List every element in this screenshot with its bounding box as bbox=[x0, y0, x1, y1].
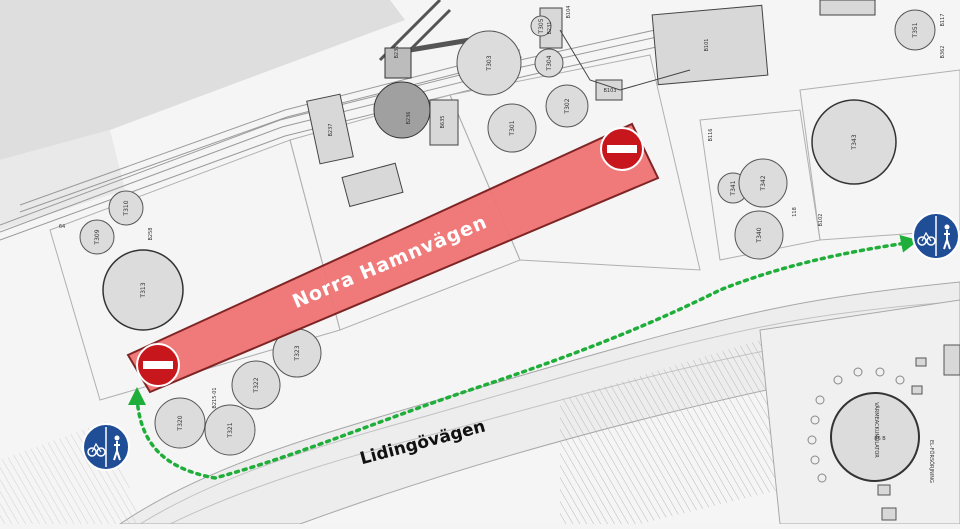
label-b362: B362 bbox=[940, 46, 946, 59]
label-b237: B237 bbox=[328, 124, 334, 137]
tank-t305 bbox=[530, 15, 552, 37]
label-t343: T343 bbox=[851, 134, 858, 150]
detour-route bbox=[135, 241, 908, 480]
building-b237 bbox=[306, 93, 354, 165]
label-b117: B117 bbox=[940, 14, 946, 27]
tank-t322 bbox=[231, 360, 281, 410]
label-b635: B635 bbox=[440, 116, 446, 129]
accumulator-label: VÄRMEACKUMULATOR bbox=[873, 402, 880, 458]
label-t303: T303 bbox=[486, 55, 493, 71]
label-118: 118 bbox=[792, 207, 798, 217]
tank-t321 bbox=[204, 404, 256, 456]
tank-t313 bbox=[102, 249, 184, 331]
quay-area bbox=[0, 130, 125, 230]
bicycle-pedestrian-sign-icon bbox=[912, 212, 960, 260]
accumulator-block: VÄRMEACKUMULATOR 86 B EL-FÖRSÖRJNING bbox=[759, 299, 960, 525]
label-t304: T304 bbox=[546, 55, 553, 71]
label-b232: B232 bbox=[394, 46, 400, 59]
tank-t310 bbox=[108, 190, 144, 226]
tank-t309 bbox=[79, 219, 115, 255]
label-t309: T309 bbox=[94, 229, 101, 245]
tank-t302 bbox=[545, 84, 589, 128]
water-area bbox=[0, 0, 405, 160]
building-b635 bbox=[429, 99, 459, 146]
label-64: 64 bbox=[59, 224, 65, 230]
label-t301: T301 bbox=[509, 120, 516, 136]
tank-t340 bbox=[734, 210, 784, 260]
label-b103: B103 bbox=[604, 88, 617, 94]
label-b101: B101 bbox=[704, 39, 710, 52]
label-t321: T321 bbox=[227, 422, 234, 438]
accumulator-sub: 86 B bbox=[874, 436, 886, 442]
tank-t343 bbox=[811, 99, 897, 185]
tank-t303 bbox=[456, 30, 522, 96]
building-annex bbox=[341, 162, 404, 208]
label-b258: B258 bbox=[148, 228, 154, 241]
tank-labels: T303 T304 T305 T301 T302 T343 T341 T342 … bbox=[94, 18, 919, 438]
no-entry-icon bbox=[136, 343, 180, 387]
label-b116: B116 bbox=[708, 129, 714, 142]
conveyor bbox=[559, 29, 691, 91]
label-t305: T305 bbox=[538, 18, 545, 34]
label-t342: T342 bbox=[760, 175, 767, 191]
tank-t351 bbox=[894, 9, 936, 51]
label-t313: T313 bbox=[140, 282, 147, 298]
label-t310: T310 bbox=[123, 200, 130, 216]
label-t320: T320 bbox=[177, 415, 184, 431]
building-b103 bbox=[595, 79, 623, 101]
power-supply-label: EL-FÖRSÖRJNING bbox=[928, 440, 935, 483]
crane-tower bbox=[373, 0, 471, 139]
accumulator-tank bbox=[830, 392, 920, 482]
bicycle-pedestrian-sign-icon bbox=[82, 423, 130, 471]
building-b101 bbox=[651, 4, 769, 86]
route-arrow-icon bbox=[899, 234, 919, 253]
label-t302: T302 bbox=[564, 98, 571, 114]
buildings bbox=[306, 0, 876, 208]
label-b236: B236 bbox=[406, 112, 412, 125]
slope-hatch bbox=[560, 340, 820, 524]
label-b104: B104 bbox=[566, 6, 572, 19]
label-t340: T340 bbox=[756, 227, 763, 243]
label-t341: T341 bbox=[730, 180, 737, 196]
label-t323: T323 bbox=[294, 345, 301, 361]
label-t351: T351 bbox=[912, 22, 919, 38]
label-b231: B231 bbox=[547, 22, 553, 35]
label-t322: T322 bbox=[253, 377, 260, 393]
no-entry-icon bbox=[600, 127, 644, 171]
label-b215: B215-01 bbox=[212, 387, 218, 408]
label-b102: B102 bbox=[818, 214, 824, 227]
tanks bbox=[79, 9, 936, 456]
tank-t342 bbox=[738, 158, 788, 208]
tank-t304 bbox=[534, 48, 564, 78]
building-labels: B232 B231 B104 B101 B237 B236 B635 B103 … bbox=[59, 6, 946, 409]
building-top-right bbox=[819, 0, 876, 16]
tank-t301 bbox=[487, 103, 537, 153]
tank-t320 bbox=[154, 397, 206, 449]
